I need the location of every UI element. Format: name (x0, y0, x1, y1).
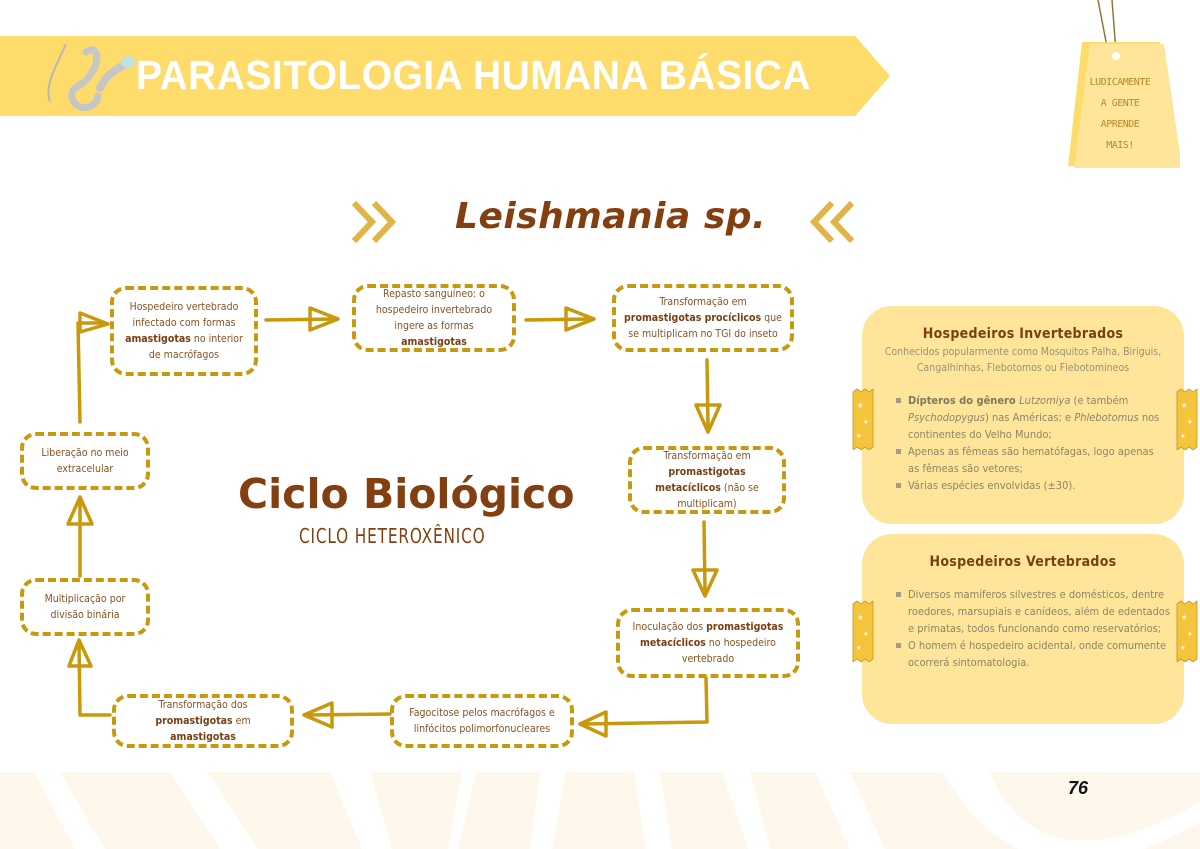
svg-text:★: ★ (857, 401, 863, 410)
footer-decorative-band (0, 772, 1200, 849)
page-title: PARASITOLOGIA HUMANA BÁSICA (136, 52, 811, 98)
washi-tape-star-icon: ★★★ (852, 600, 874, 662)
header-banner (0, 36, 890, 116)
svg-text:★: ★ (856, 432, 862, 440)
arrow-right-icon (264, 317, 338, 322)
double-chevron-right-icon (352, 200, 397, 244)
cycle-step-3: Transformação em promastigotas procíclic… (612, 284, 794, 352)
cycle-subtitle: CICLO HETEROXÊNICO (299, 524, 486, 548)
tag-text: LUDICAMENTE A GENTE APRENDE MAIS! (1089, 77, 1151, 151)
species-title: Leishmania sp. (455, 196, 767, 237)
stripe-pattern-icon (34, 772, 1200, 849)
svg-text:★: ★ (856, 644, 862, 652)
svg-text:★: ★ (1180, 644, 1186, 652)
cycle-step-7: Transformação dos promastigotas em amast… (112, 694, 294, 748)
svg-text:★: ★ (1180, 432, 1186, 440)
card-subtitle: Conhecidos popularmente como Mosquitos P… (884, 346, 1162, 374)
vertebrate-list: Diversos mamíferos silvestres e doméstic… (896, 586, 1172, 671)
cycle-step-9: Liberação no meio extracelular (20, 432, 150, 490)
list-item: Diversos mamíferos silvestres e doméstic… (896, 586, 1172, 637)
invertebrate-hosts-card: Hospedeiros Invertebrados Conhecidos pop… (862, 306, 1184, 524)
cycle-step-1: Hospedeiro vertebrado infectado com form… (110, 286, 258, 376)
svg-text:★: ★ (863, 418, 869, 426)
list-item: Dípteros do gênero Lutzomiya (e também P… (896, 392, 1166, 443)
cycle-step-4: Transformação em promastigotas metacícli… (628, 446, 786, 514)
hanging-tag (1060, 0, 1180, 180)
invertebrate-list: Dípteros do gênero Lutzomiya (e também P… (896, 392, 1166, 494)
washi-tape-star-icon: ★★★ (1176, 388, 1198, 450)
svg-text:★: ★ (1181, 613, 1187, 622)
list-item: Várias espécies envolvidas (±30). (896, 477, 1166, 494)
vertebrate-hosts-card: Hospedeiros Vertebrados Diversos mamífer… (862, 534, 1184, 724)
washi-tape-star-icon: ★★★ (852, 388, 874, 450)
page-number: 76 (1068, 778, 1089, 798)
cycle-step-8: Multiplicação por divisão binária (20, 578, 150, 636)
card-title: Hospedeiros Invertebrados (922, 326, 1124, 342)
card-title: Hospedeiros Vertebrados (929, 554, 1117, 570)
svg-text:★: ★ (1187, 418, 1193, 426)
svg-text:★: ★ (857, 613, 863, 622)
worm-icon (47, 43, 135, 111)
double-chevron-left-icon (809, 200, 854, 244)
cycle-title: Ciclo Biológico (238, 470, 575, 518)
cycle-step-6: Fagocitose pelos macrófagos e linfócitos… (390, 694, 574, 748)
cycle-step-5: Inoculação dos promastigotas metacíclico… (616, 608, 800, 678)
list-item: O homem é hospedeiro acidental, onde com… (896, 637, 1172, 671)
svg-text:★: ★ (863, 630, 869, 638)
list-item: Apenas as fêmeas são hematófagas, logo a… (896, 443, 1166, 477)
washi-tape-star-icon: ★★★ (1176, 600, 1198, 662)
svg-text:★: ★ (1181, 401, 1187, 410)
svg-text:★: ★ (1187, 630, 1193, 638)
cycle-step-2: Repasto sanguíneo: o hospedeiro inverteb… (352, 284, 516, 352)
